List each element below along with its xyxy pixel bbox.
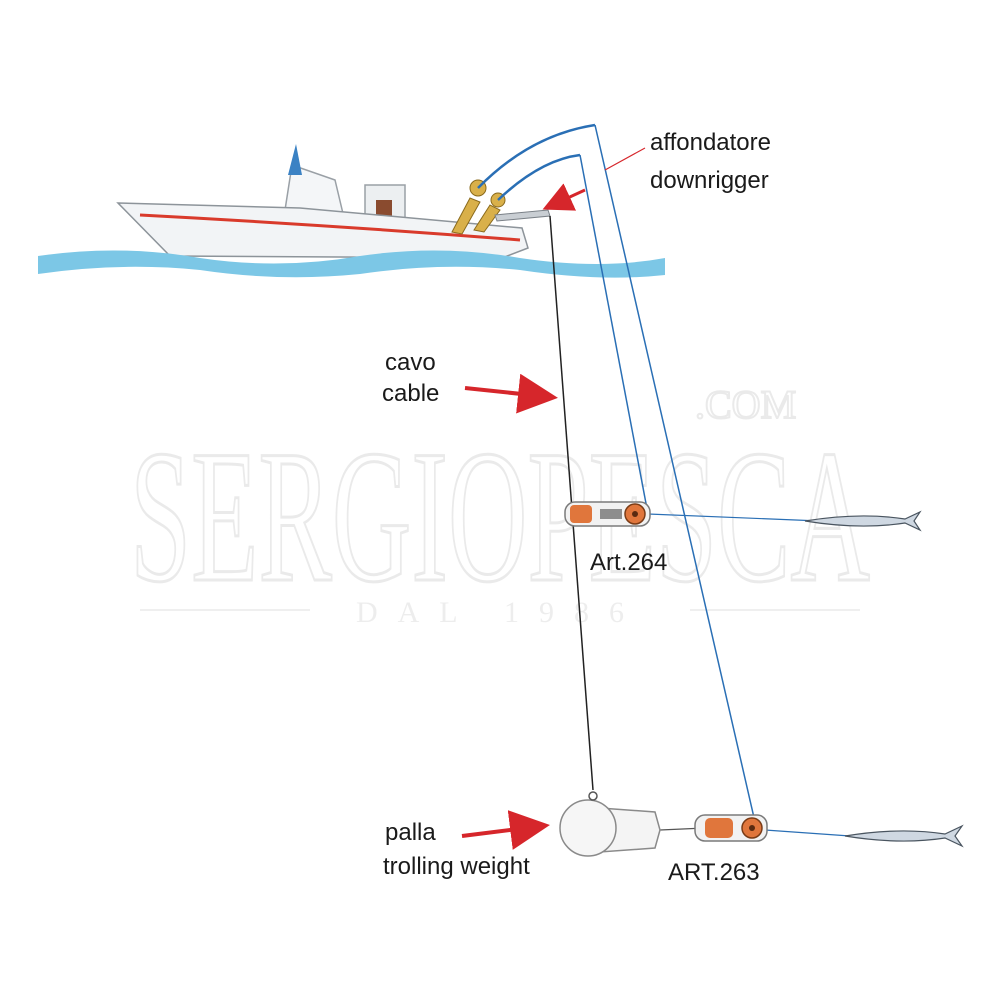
arrow-downrigger [542, 183, 586, 211]
label-cavo: cavo [385, 349, 436, 376]
release-clip-art264 [564, 501, 651, 527]
rod-holder-2 [473, 204, 501, 233]
fishing-rod-2 [497, 153, 581, 201]
watermark-since: DAL 1986 [356, 596, 644, 629]
watermark-domain: .COM [695, 382, 796, 427]
trolling-weight [559, 791, 661, 857]
watermark: SERGIOPESCA .COM DAL 1986 [129, 381, 872, 629]
watermark-brand: SERGIOPESCA [130, 412, 870, 622]
label-art263: ART.263 [668, 859, 760, 886]
label-downrigger: downrigger [650, 167, 769, 194]
lure-line-lower [764, 829, 851, 837]
arrow-cable [464, 373, 558, 414]
lure-line-upper [647, 513, 821, 522]
fish-lure-upper [804, 510, 922, 532]
pointer-downrigger [604, 147, 646, 171]
label-art264: Art.264 [590, 549, 668, 576]
boat-stripe [139, 213, 521, 242]
fishing-line-upper [579, 154, 649, 515]
label-trolling-weight: trolling weight [383, 853, 530, 880]
rod-holder-1 [451, 197, 481, 235]
downrigger-arm [494, 209, 551, 222]
label-palla: palla [385, 819, 436, 846]
label-affondatore: affondatore [650, 129, 771, 156]
fishing-rod-1 [477, 123, 596, 189]
fish-lure-lower [844, 824, 964, 848]
arrow-weight [461, 810, 550, 850]
fishing-line-lower [594, 124, 756, 823]
water-surface [38, 250, 665, 278]
release-clip-art263 [694, 814, 768, 842]
boat [116, 123, 596, 259]
label-cable: cable [382, 380, 440, 407]
boat-flag [288, 144, 302, 175]
